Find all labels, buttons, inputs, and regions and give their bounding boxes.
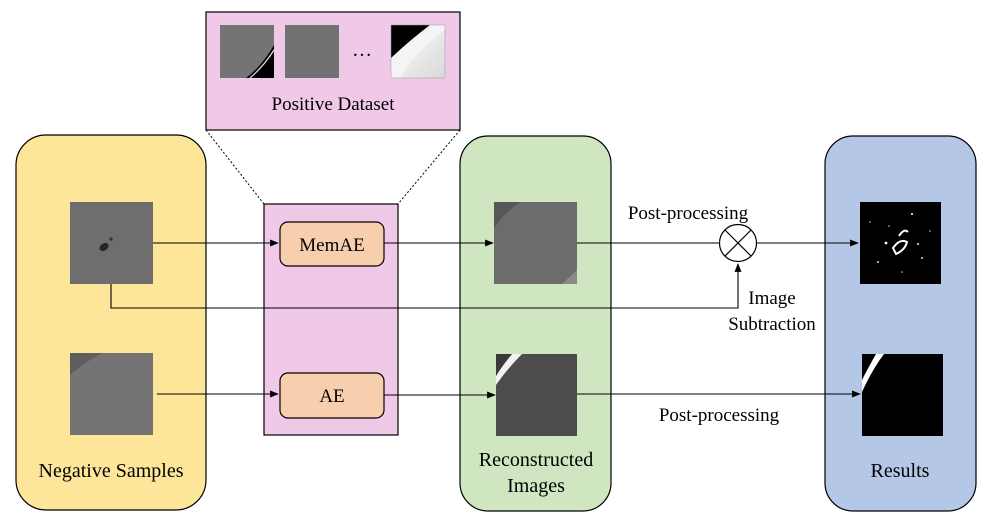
positive-dataset-panel: … Positive Dataset xyxy=(205,11,461,131)
post-processing-label-top: Post-processing xyxy=(628,203,749,224)
ae-label: AE xyxy=(319,386,344,407)
negative-samples-panel: Negative Samples xyxy=(15,134,207,511)
negative-sample-1 xyxy=(70,202,153,284)
memae-box: MemAE xyxy=(279,221,385,267)
negative-samples-label: Negative Samples xyxy=(39,460,184,482)
reconstructed-label-line1: Reconstructed xyxy=(479,449,593,471)
post-processing-label-bottom: Post-processing xyxy=(659,405,780,426)
ellipsis-text: … xyxy=(352,39,372,61)
positive-dataset-label: Positive Dataset xyxy=(272,94,396,115)
model-column: MemAE AE xyxy=(263,203,399,436)
reconstructed-panel: Reconstructed Images xyxy=(459,135,612,512)
circled-times-icon xyxy=(718,223,758,263)
result-image-2 xyxy=(862,354,943,436)
zoom-line-left xyxy=(205,129,265,205)
positive-sample-2 xyxy=(285,25,339,78)
reconstructed-image-2 xyxy=(496,354,577,436)
arrow-subtraction-path xyxy=(110,263,742,309)
ae-box: AE xyxy=(279,372,385,419)
positive-sample-3 xyxy=(390,24,446,79)
memae-label: MemAE xyxy=(299,235,364,256)
reconstructed-label-line2: Images xyxy=(507,475,565,497)
image-subtraction-label-line2: Subtraction xyxy=(728,314,816,335)
results-panel: Results xyxy=(824,135,977,512)
results-label: Results xyxy=(871,460,930,482)
result-image-1 xyxy=(860,202,941,284)
negative-sample-2 xyxy=(70,353,153,435)
reconstructed-image-1 xyxy=(494,202,577,284)
image-subtraction-label-line1: Image xyxy=(748,288,795,309)
positive-sample-1 xyxy=(220,25,275,79)
zoom-line-right xyxy=(397,129,461,205)
